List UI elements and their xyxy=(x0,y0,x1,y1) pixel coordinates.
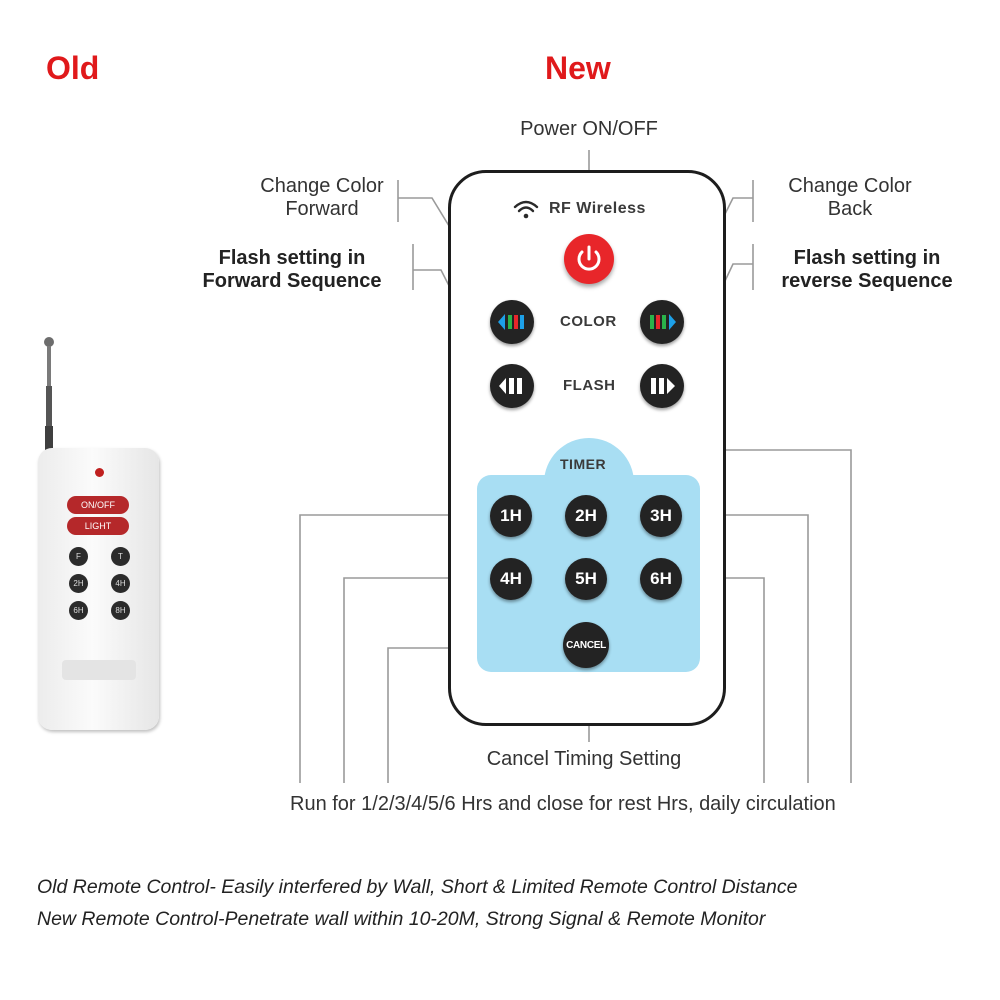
flash-left-icon xyxy=(499,378,522,394)
old-heading: Old xyxy=(46,50,100,86)
old-8h-button[interactable]: 8H xyxy=(111,601,130,620)
flash-back-button[interactable] xyxy=(490,364,534,408)
power-icon xyxy=(577,245,601,271)
color-back-button[interactable] xyxy=(490,300,534,344)
flash-forward-button[interactable] xyxy=(640,364,684,408)
old-t-button[interactable]: T xyxy=(111,547,130,566)
old-4h-button[interactable]: 4H xyxy=(111,574,130,593)
flash-label: FLASH xyxy=(563,377,616,394)
old-on-off-button[interactable]: ON/OFF xyxy=(67,496,129,514)
color-left-icon xyxy=(498,314,524,330)
timer-3h-button[interactable]: 3H xyxy=(640,495,682,537)
old-remote-grip xyxy=(62,660,136,680)
new-remote-caption: New Remote Control-Penetrate wall within… xyxy=(37,908,766,930)
flash-reverse-callout: Flash setting in reverse Sequence xyxy=(781,247,953,292)
power-callout: Power ON/OFF xyxy=(520,118,658,140)
cancel-button[interactable]: CANCEL xyxy=(563,622,609,668)
change-color-forward-callout: Change Color Forward xyxy=(260,175,384,220)
change-color-back-callout: Change Color Back xyxy=(788,175,912,220)
color-forward-button[interactable] xyxy=(640,300,684,344)
timer-2h-button[interactable]: 2H xyxy=(565,495,607,537)
timer-4h-button[interactable]: 4H xyxy=(490,558,532,600)
old-light-button[interactable]: LIGHT xyxy=(67,517,129,535)
new-heading: New xyxy=(545,50,611,86)
antenna-icon xyxy=(44,337,54,460)
flash-forward-callout: Flash setting in Forward Sequence xyxy=(202,247,382,292)
run-hours-callout: Run for 1/2/3/4/5/6 Hrs and close for re… xyxy=(290,793,836,815)
old-2h-button[interactable]: 2H xyxy=(69,574,88,593)
led-indicator xyxy=(95,468,104,477)
old-6h-button[interactable]: 6H xyxy=(69,601,88,620)
timer-6h-button[interactable]: 6H xyxy=(640,558,682,600)
cancel-timing-callout: Cancel Timing Setting xyxy=(486,748,682,770)
old-f-button[interactable]: F xyxy=(69,547,88,566)
timer-label: TIMER xyxy=(560,456,607,472)
old-remote-body xyxy=(38,448,159,730)
timer-5h-button[interactable]: 5H xyxy=(565,558,607,600)
power-button[interactable] xyxy=(564,234,614,284)
wifi-icon xyxy=(513,200,539,219)
rf-wireless-label: RF Wireless xyxy=(549,200,646,217)
old-remote-caption: Old Remote Control- Easily interfered by… xyxy=(37,876,798,898)
flash-right-icon xyxy=(651,378,675,394)
color-label: COLOR xyxy=(560,313,617,330)
color-right-icon xyxy=(650,314,676,330)
timer-1h-button[interactable]: 1H xyxy=(490,495,532,537)
